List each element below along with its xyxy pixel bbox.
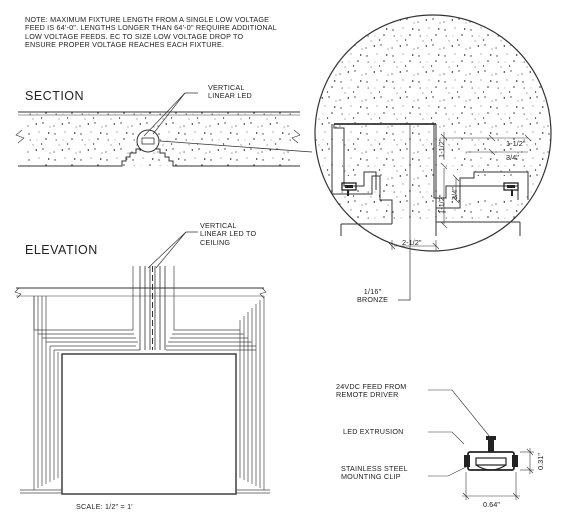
height-dim: 0.31" (536, 452, 545, 470)
label-line: 24VDC FEED FROM (336, 382, 407, 391)
extrusion-label: LED EXTRUSION (343, 427, 404, 436)
note-line: NOTE: MAXIMUM FIXTURE LENGTH FROM A SING… (25, 15, 270, 24)
dim-right-top: 1-1/2" (506, 139, 526, 148)
scale-label: SCALE: 1/2" = 1' (76, 502, 133, 511)
elevation-callout: VERTICAL LINEAR LED TO CEILING (200, 221, 257, 247)
callout-line: VERTICAL (200, 221, 237, 230)
dim-upper-left: 1-1/2" (437, 138, 446, 158)
dim-bottom: 2-1/2" (402, 238, 422, 247)
label-line: REMOTE DRIVER (336, 390, 399, 400)
note-line: LOW VOLTAGE FEEDS. EC TO SIZE LOW VOLTAG… (25, 31, 244, 41)
callout-line: LINEAR LED TO (200, 229, 257, 239)
section-view (15, 92, 313, 167)
enlarged-detail (314, 14, 552, 301)
dim-lower-left: 1-1/2" (437, 194, 446, 214)
section-heading: SECTION (25, 89, 85, 103)
elevation-view (14, 231, 270, 495)
feed-label: 24VDC FEED FROM REMOTE DRIVER (336, 382, 407, 400)
dim-right-mid: 3/4" (506, 153, 519, 162)
width-dim: 0.64" (483, 500, 501, 509)
note-line: ENSURE PROPER VOLTAGE REACHES EACH FIXTU… (25, 40, 225, 50)
section-callout: VERTICAL LINEAR LED (208, 83, 252, 101)
callout-line: 1/16" (363, 287, 382, 296)
label-line: MOUNTING CLIP (341, 472, 401, 482)
callout-line: VERTICAL (208, 83, 245, 92)
elevation-heading: ELEVATION (25, 243, 98, 257)
callout-line: BRONZE (357, 295, 389, 305)
reveal-callout: 1/16" BRONZE (357, 287, 389, 305)
callout-line: CEILING (200, 237, 231, 247)
general-note: NOTE: MAXIMUM FIXTURE LENGTH FROM A SING… (25, 15, 277, 50)
extrusion-detail (428, 389, 534, 500)
callout-line: LINEAR LED (208, 91, 252, 101)
clip-label: STAINLESS STEEL MOUNTING CLIP (341, 464, 408, 482)
dim-inner: 3/4" (450, 187, 459, 200)
note-line: FEED IS 64'-0". LENGTHS LONGER THAN 64'-… (25, 23, 277, 33)
label-line: STAINLESS STEEL (341, 464, 408, 473)
